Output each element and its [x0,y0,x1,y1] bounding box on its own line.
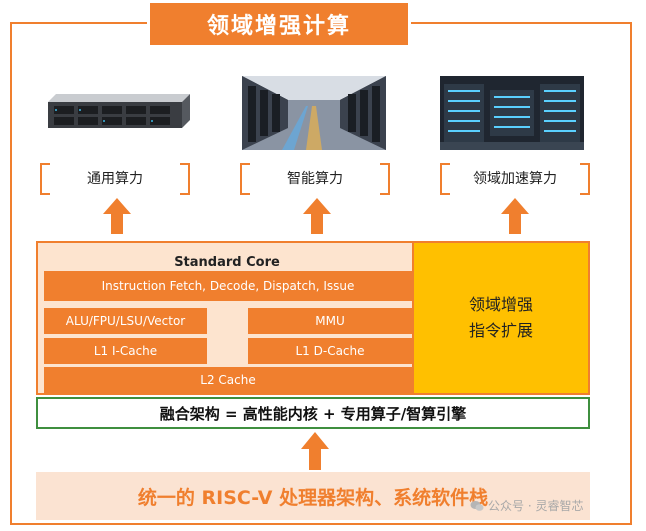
domain-extension-panel: 领域增强 指令扩展 [414,241,590,395]
server-rack-icon [48,94,190,128]
server-room-icon [440,76,584,150]
up-arrow-icon [103,198,131,234]
compute-label-domain-text: 领域加速算力 [473,171,557,187]
l1-icache-bar: L1 I-Cache [44,338,207,364]
standard-core-title: Standard Core [174,255,280,270]
alu-fpu-bar: ALU/FPU/LSU/Vector [44,308,207,334]
compute-label-intelligent: 智能算力 [240,163,390,195]
l2-cache-bar: L2 Cache [44,367,412,393]
extension-line-1: 领域增强 [468,295,533,314]
diagram-title: 领域增强计算 [147,0,411,48]
compute-label-general-text: 通用算力 [87,171,143,187]
compute-label-general: 通用算力 [40,163,190,195]
compute-label-domain: 领域加速算力 [440,163,590,195]
l1-dcache-bar: L1 D-Cache [248,338,412,364]
mmu-bar: MMU [248,308,412,334]
watermark-text: 公众号 · 灵睿智芯 [488,499,584,513]
compute-label-intelligent-text: 智能算力 [287,171,343,187]
fusion-architecture-box: 融合架构 = 高性能内核 + 专用算子/智算引擎 [36,397,590,429]
up-arrow-icon [301,432,329,470]
up-arrow-icon [303,198,331,234]
watermark: 公众号 · 灵睿智芯 [470,497,583,514]
fetch-decode-bar: Instruction Fetch, Decode, Dispatch, Iss… [44,271,412,301]
wechat-icon [470,500,484,511]
up-arrow-icon [501,198,529,234]
unified-architecture-band: 统一的 RISC-V 处理器架构、系统软件栈 [36,472,590,520]
extension-line-2: 指令扩展 [468,321,533,340]
data-center-aisle-icon [242,76,386,150]
standard-core-panel: Standard Core Instruction Fetch, Decode,… [36,241,414,395]
